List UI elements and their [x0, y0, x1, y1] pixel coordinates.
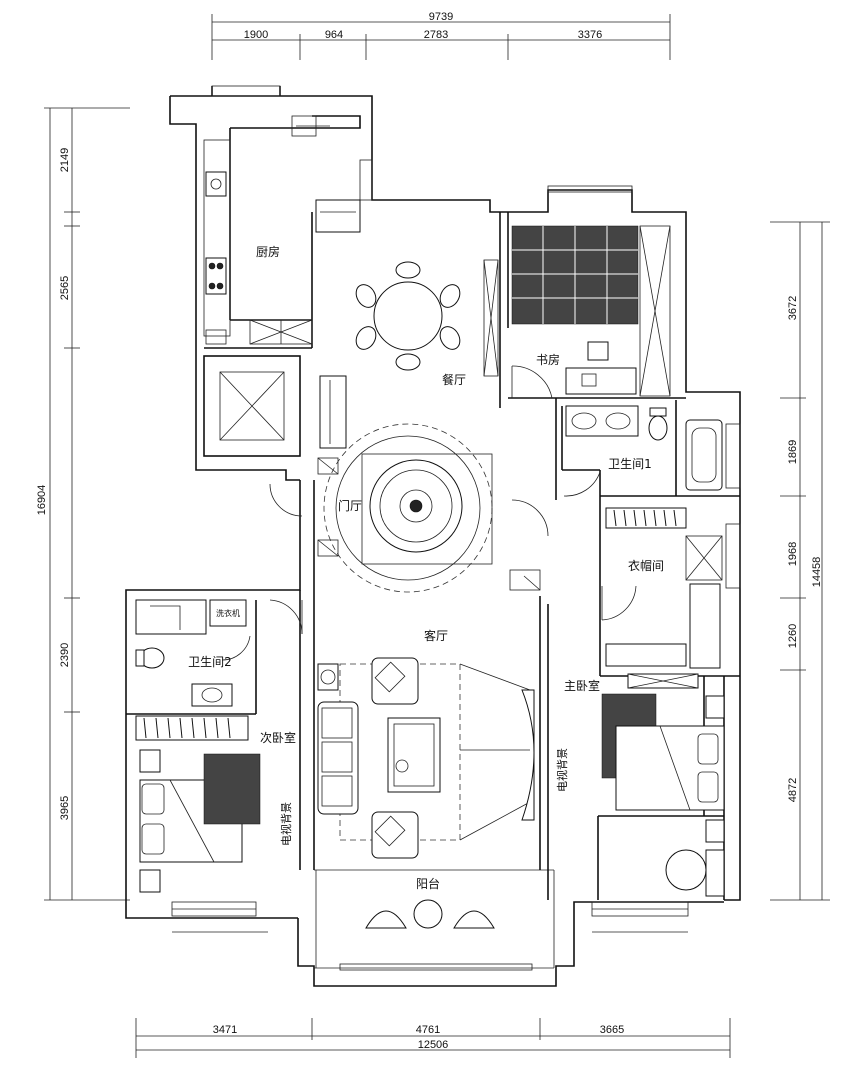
dim-left-seg-1: 2149 [59, 148, 71, 172]
bottom-dimension-line: 3471 4761 3665 12506 [135, 1018, 731, 1058]
dim-left-seg-2: 2565 [59, 276, 71, 300]
shower-icon [135, 599, 207, 635]
closet: 衣帽间 [605, 507, 723, 669]
stove-icon [205, 257, 227, 295]
vanity-2 [191, 683, 233, 707]
rug-2 [203, 753, 261, 825]
room-foyer-label: 门厅 [338, 498, 362, 513]
foyer: 门厅 [317, 423, 493, 593]
dim-right-seg-3: 1968 [787, 542, 799, 566]
washer-label: 洗衣机 [216, 608, 240, 618]
right-dimension-line: 3672 1869 1968 1260 4872 14458 [770, 221, 830, 901]
dim-bottom-total: 12506 [418, 1039, 449, 1051]
dim-left-total: 16904 [36, 485, 48, 516]
dim-right-seg-4: 1260 [787, 624, 799, 648]
room-dining-label: 餐厅 [442, 372, 466, 387]
room-balcony-label: 阳台 [416, 876, 440, 891]
room-kitchen-label: 厨房 [256, 244, 280, 259]
top-dimension-line: 9739 1900 964 2783 3376 [211, 11, 671, 60]
bath2: 洗衣机 卫生间2 [135, 599, 247, 707]
bathtub-icon [685, 419, 723, 491]
room-living-label: 客厅 [424, 628, 448, 643]
left-dimension-line: 16904 2149 2565 2390 3965 [36, 107, 130, 901]
balcony-table [413, 899, 443, 929]
dim-right-seg-1: 3672 [787, 296, 799, 320]
tv-unit [521, 689, 535, 821]
living-tv-wall-label: 电视背景 [555, 748, 569, 792]
study-desk [565, 367, 637, 395]
windows [171, 159, 741, 971]
sideboard [319, 375, 347, 449]
room-master-bed-label: 主卧室 [564, 678, 600, 693]
dim-top-seg-2: 964 [325, 29, 343, 41]
dim-right-total: 14458 [811, 557, 823, 588]
room-closet-label: 衣帽间 [628, 558, 664, 573]
bath1: 卫生间1 [565, 405, 723, 491]
study-room: 书房 [511, 225, 671, 397]
bed-master [615, 725, 725, 811]
room-bath2-label: 卫生间2 [188, 655, 232, 669]
room-study-label: 书房 [536, 352, 560, 367]
dim-left-seg-4: 3965 [59, 796, 71, 820]
dim-top-seg-4: 3376 [578, 29, 602, 41]
dim-top-total: 9739 [429, 11, 453, 23]
living-room: 客厅 电视背景 [317, 569, 569, 859]
second-bed-tv-wall-label: 电视背景 [279, 802, 293, 846]
washer-icon [209, 599, 247, 627]
balcony: 阳台 [365, 876, 495, 929]
room-second-bed-label: 次卧室 [260, 730, 296, 745]
dim-bottom-seg-1: 3471 [213, 1024, 237, 1036]
dim-bottom-seg-3: 3665 [600, 1024, 624, 1036]
room-bath1-label: 卫生间1 [608, 457, 652, 471]
double-vanity [565, 405, 639, 437]
fridge-icon [315, 199, 361, 233]
dim-right-seg-2: 1869 [787, 440, 799, 464]
doors [221, 365, 637, 661]
dining-chairs [355, 261, 461, 371]
side-table [317, 663, 339, 691]
bath-tub-round [665, 849, 707, 891]
dining-table [373, 281, 443, 351]
second-bedroom: 次卧室 电视背景 [135, 715, 296, 893]
balcony-chair-right [453, 910, 495, 929]
dim-left-seg-3: 2390 [59, 643, 71, 667]
dim-top-seg-1: 1900 [244, 29, 268, 41]
coffee-table [387, 717, 441, 793]
dim-bottom-seg-2: 4761 [416, 1024, 440, 1036]
kitchen-fixtures: 厨房 [203, 115, 361, 345]
master-bedroom: 主卧室 [564, 673, 725, 897]
dining-area: 餐厅 [319, 259, 499, 449]
toilet-icon [648, 415, 668, 441]
dim-right-seg-5: 4872 [787, 778, 799, 802]
dim-top-seg-3: 2783 [424, 29, 448, 41]
balcony-chair-left [365, 910, 407, 929]
sink-icon [205, 171, 227, 197]
sofa [317, 701, 359, 815]
study-chair [587, 341, 609, 361]
